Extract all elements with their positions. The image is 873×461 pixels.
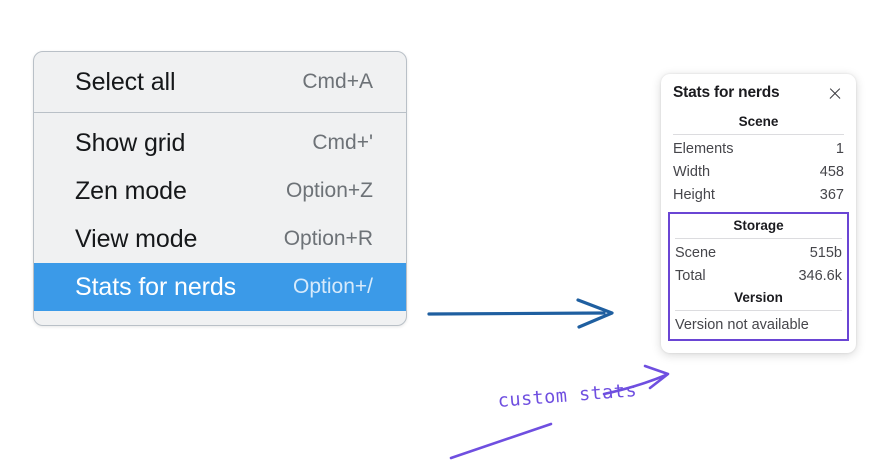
menu-item-label: Zen mode xyxy=(75,176,187,205)
close-icon[interactable] xyxy=(827,85,843,101)
stats-row-value: 1 xyxy=(835,140,844,157)
menu-group-2: Show grid Cmd+' Zen mode Option+Z View m… xyxy=(34,119,406,311)
menu-item-shortcut: Cmd+A xyxy=(302,70,373,93)
section-divider xyxy=(673,134,844,135)
menu-item-shortcut: Cmd+' xyxy=(312,131,373,154)
menu-item-label: Stats for nerds xyxy=(75,272,237,301)
menu-item-label: Select all xyxy=(75,67,176,96)
menu-item-shortcut: Option+/ xyxy=(293,275,373,298)
menu-separator xyxy=(34,112,406,113)
stats-row-value: 367 xyxy=(819,186,844,203)
section-divider xyxy=(675,309,842,311)
menu-item-shortcut: Option+R xyxy=(283,227,373,250)
section-heading: Version xyxy=(734,289,783,305)
stats-row: Width 458 xyxy=(673,160,844,183)
custom-stats-highlight-box: Storage Scene 515b Total 346.6k Version … xyxy=(668,212,849,341)
stats-row-value: 346.6k xyxy=(798,268,842,284)
section-heading: Storage xyxy=(733,218,784,234)
stats-row-value: 515b xyxy=(809,244,842,261)
stats-section-scene: Scene Elements 1 Width 458 Height 367 xyxy=(673,112,844,206)
section-divider xyxy=(675,238,842,240)
menu-item-zen-mode[interactable]: Zen mode Option+Z xyxy=(34,167,406,215)
stats-row-key: Scene xyxy=(675,244,717,261)
stats-row: Scene 515b xyxy=(675,241,842,264)
panel-title: Stats for nerds xyxy=(673,84,780,101)
version-note: Version not available xyxy=(675,316,809,333)
stats-row: Height 367 xyxy=(673,183,844,206)
custom-stats-callout-label: custom stats xyxy=(497,380,638,412)
menu-item-view-mode[interactable]: View mode Option+R xyxy=(34,215,406,263)
section-heading: Scene xyxy=(738,114,779,129)
stats-panel-header: Stats for nerds xyxy=(673,84,844,102)
stats-section-version: Version Version not available xyxy=(675,288,842,335)
stats-row-key: Total xyxy=(675,268,706,284)
menu-item-shortcut: Option+Z xyxy=(286,179,373,202)
menu-group-1: Select all Cmd+A xyxy=(34,58,406,106)
flow-arrow xyxy=(427,298,614,329)
menu-item-label: View mode xyxy=(75,224,198,253)
canvas-context-menu[interactable]: Select all Cmd+A Show grid Cmd+' Zen mod… xyxy=(33,51,407,326)
stats-for-nerds-panel[interactable]: Stats for nerds Scene Elements 1 Width 4… xyxy=(661,74,856,353)
stats-row: Elements 1 xyxy=(673,137,844,160)
menu-item-stats-for-nerds[interactable]: Stats for nerds Option+/ xyxy=(34,263,406,311)
custom-stats-tail-stroke xyxy=(449,422,553,460)
menu-item-show-grid[interactable]: Show grid Cmd+' xyxy=(34,119,406,167)
stats-row-key: Width xyxy=(673,163,711,180)
stats-row: Total 346.6k xyxy=(675,265,842,288)
stats-section-storage: Storage Scene 515b Total 346.6k xyxy=(675,216,842,287)
stats-row-key: Elements xyxy=(673,140,734,157)
stats-row-key: Height xyxy=(673,186,715,203)
menu-item-select-all[interactable]: Select all Cmd+A xyxy=(34,58,406,106)
menu-item-label: Show grid xyxy=(75,128,186,157)
stats-row-value: 458 xyxy=(819,163,844,180)
